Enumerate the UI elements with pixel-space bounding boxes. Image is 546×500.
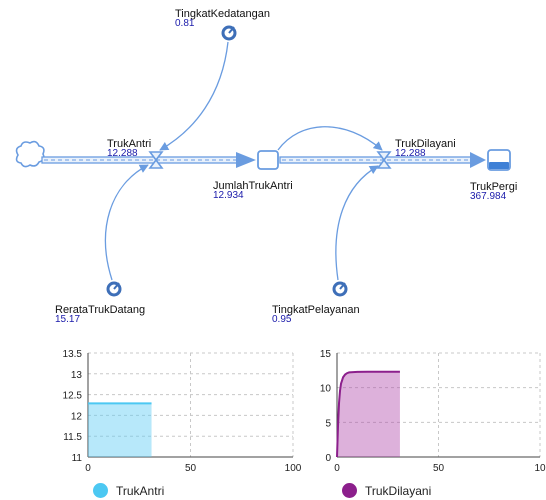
y-tick-label: 13.5 (63, 349, 83, 360)
value-rerata-truk-datang: 15.17 (55, 314, 81, 325)
chart-truk-antri: 11 11.5 12 12.5 13 13.5 0 50 100 (63, 349, 302, 474)
legend-item-truk-dilayani[interactable]: TrukDilayani (342, 483, 431, 498)
flow-pipe-truk-dilayani[interactable] (279, 152, 486, 168)
y-tick-label: 11.5 (63, 432, 82, 443)
series-area (88, 403, 152, 457)
label-truk-dilayani: TrukDilayani (395, 138, 456, 150)
y-tick-label: 13 (71, 370, 83, 381)
y-tick-label: 15 (320, 349, 332, 360)
link-arrow[interactable] (159, 41, 229, 151)
legend-swatch (93, 483, 108, 498)
x-tick-label: 0 (85, 463, 91, 474)
label-tingkat-kedatangan: TingkatKedatangan (175, 8, 270, 20)
variable-gauge-icon[interactable] (221, 25, 237, 41)
x-tick-label: 10 (534, 463, 546, 474)
value-truk-pergi: 367.984 (470, 191, 507, 202)
label-tingkat-pelayanan: TingkatPelayanan (272, 304, 360, 316)
y-tick-label: 12.5 (63, 391, 83, 402)
link-arrow[interactable] (335, 165, 379, 281)
legend-label: TrukAntri (116, 483, 165, 498)
flow-arrowhead-icon (236, 152, 256, 168)
y-tick-label: 5 (325, 418, 331, 429)
value-jumlah-truk-antri: 12.934 (213, 190, 244, 201)
variable-gauge-icon[interactable] (332, 281, 348, 297)
x-tick-label: 50 (433, 463, 445, 474)
flow-valve-icon[interactable] (148, 151, 164, 169)
y-tick-label: 12 (71, 411, 83, 422)
stock-box-icon[interactable] (487, 149, 511, 171)
legend-label: TrukDilayani (365, 483, 432, 498)
x-tick-label: 100 (285, 463, 302, 474)
x-tick-label: 0 (334, 463, 340, 474)
label-truk-pergi: TrukPergi (470, 181, 518, 193)
chart-truk-dilayani: 0 5 10 15 0 50 10 (320, 349, 546, 474)
label-jumlah-truk-antri: JumlahTrukAntri (213, 180, 293, 192)
stock-box-icon[interactable] (257, 150, 279, 170)
value-tingkat-kedatangan: 0.81 (175, 18, 195, 29)
variable-gauge-icon[interactable] (106, 281, 122, 297)
cloud-source-icon[interactable] (15, 140, 45, 168)
legend-swatch (342, 483, 357, 498)
label-rerata-truk-datang: RerataTrukDatang (55, 304, 146, 316)
label-truk-antri: TrukAntri (107, 138, 152, 150)
flow-pipe-truk-antri[interactable] (41, 152, 256, 168)
link-arrow[interactable] (104, 164, 149, 281)
value-truk-dilayani: 12.288 (395, 148, 426, 159)
legend-item-truk-antri[interactable]: TrukAntri (93, 483, 164, 498)
y-tick-label: 11 (72, 453, 83, 464)
flow-arrowhead-icon (470, 152, 486, 168)
y-tick-label: 0 (325, 453, 331, 464)
series-area (337, 371, 400, 457)
value-tingkat-pelayanan: 0.95 (272, 314, 292, 325)
series-line (336, 370, 400, 458)
value-truk-antri: 12.288 (107, 148, 138, 159)
x-tick-label: 50 (185, 463, 197, 474)
link-arrow[interactable] (277, 126, 383, 151)
y-tick-label: 10 (320, 384, 332, 395)
